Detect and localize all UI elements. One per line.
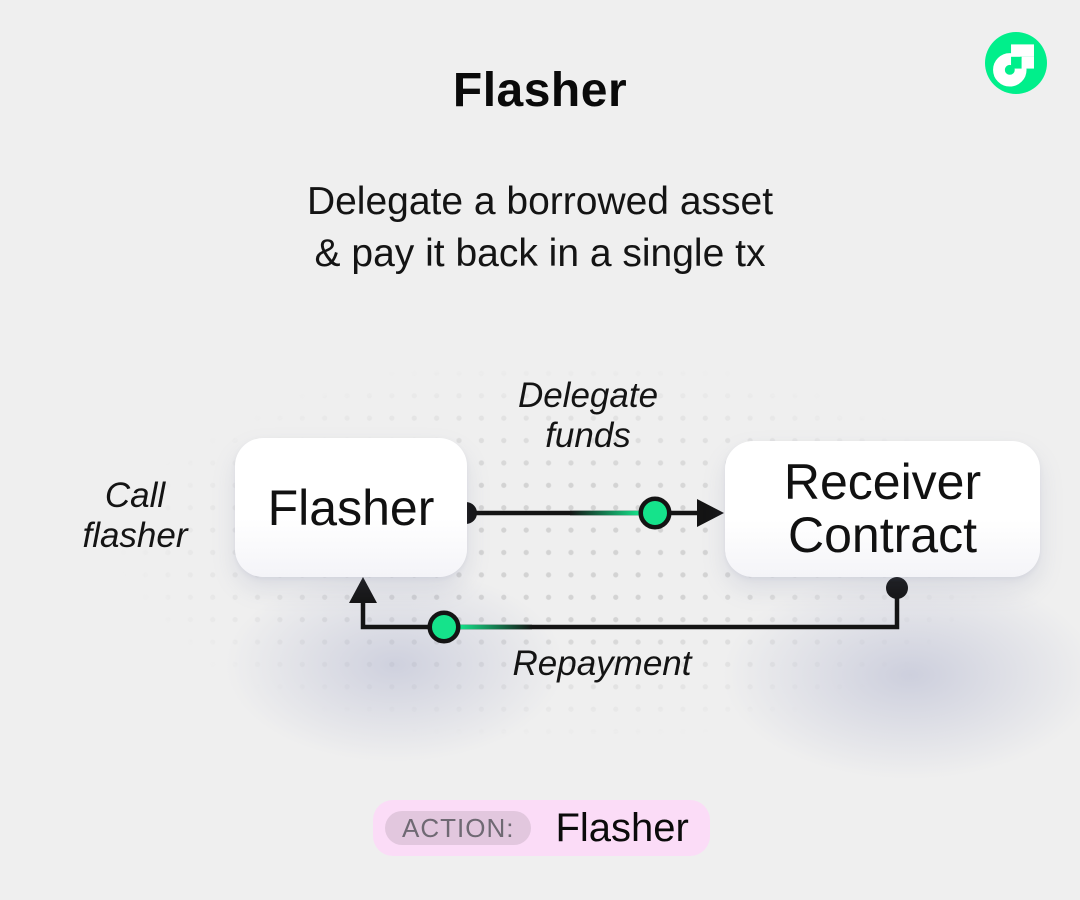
label-repayment: Repayment	[512, 644, 692, 683]
arrowhead-right-icon	[697, 499, 724, 527]
label-call-flasher: Call flasher	[82, 476, 188, 555]
label-delegate-funds: Delegate funds	[517, 376, 659, 455]
page-title: Flasher	[452, 64, 628, 117]
node-flasher-label: Flasher	[267, 479, 435, 536]
port-dot-receiver	[886, 577, 908, 599]
action-value: Flasher	[555, 805, 689, 850]
edge-repayment	[349, 577, 908, 644]
action-badge: ACTION:	[385, 811, 532, 845]
node-flasher: Flasher	[235, 438, 467, 577]
node-receiver-label: Receiver Contract	[783, 454, 982, 563]
arrowhead-up-icon	[349, 577, 377, 603]
action-pill: ACTION: Flasher	[373, 800, 710, 856]
delegate-token-marker	[638, 496, 672, 530]
edge-delegate-funds	[455, 496, 724, 530]
node-receiver-contract: Receiver Contract	[725, 441, 1040, 577]
flow-logo-icon	[985, 32, 1047, 94]
page-subtitle: Delegate a borrowed asset & pay it back …	[306, 180, 774, 275]
repayment-token-marker	[427, 610, 461, 644]
